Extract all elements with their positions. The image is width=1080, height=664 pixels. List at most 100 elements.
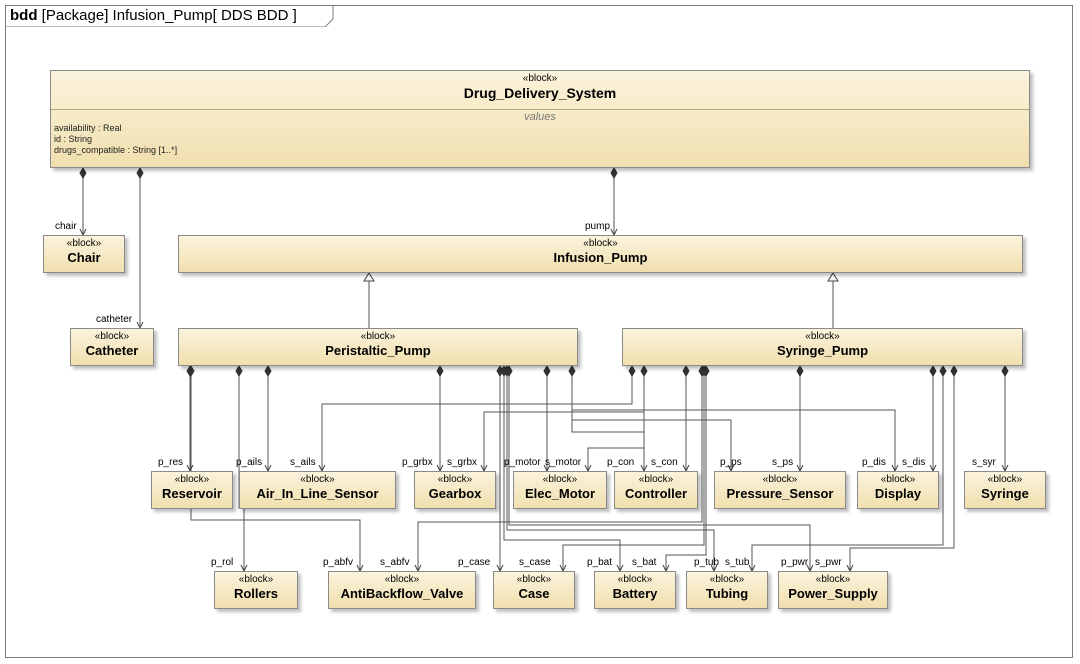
block-rollers[interactable]: «block» Rollers [214,571,298,609]
composition-s-tub [751,372,944,570]
role-s-case: s_case [519,557,551,568]
role-p-ails: p_ails [236,457,263,468]
composition-p-dis [571,372,896,470]
attribute-availability[interactable]: availability : Real [54,123,122,133]
connector-markers [79,167,1009,573]
block-stereotype: «block» [542,474,578,485]
block-name: Syringe [981,486,1029,501]
block-display[interactable]: «block» Display [857,471,939,509]
role-p-grbx: p_grbx [402,457,433,468]
block-name: Rollers [233,586,279,601]
composition-p-bat [503,372,621,570]
block-chair[interactable]: «block» Chair [43,235,125,273]
block-peristaltic-pump[interactable]: «block» Peristaltic_Pump [178,328,578,366]
composition-diamond [950,365,958,377]
role-s-dis: s_dis [902,457,926,468]
block-name: Drug_Delivery_System [463,85,617,101]
block-syringe[interactable]: «block» Syringe [964,471,1046,509]
block-stereotype: «block» [522,73,558,84]
block-name: Catheter [85,343,139,358]
block-stereotype: «block» [94,331,130,342]
composition-p-abfv [190,372,361,570]
frame-tab [5,5,334,27]
block-drug-delivery-system[interactable]: «block» Drug_Delivery_System values avai… [50,70,1030,168]
block-stereotype: «block» [384,574,420,585]
role-p-dis: p_dis [862,457,886,468]
block-air-in-line-sensor[interactable]: «block» Air_In_Line_Sensor [239,471,396,509]
composition-diamond [628,365,636,377]
composition-diamond [640,365,648,377]
block-case[interactable]: «block» Case [493,571,575,609]
compartment-header: values [524,111,556,123]
role-pump: pump [585,221,611,232]
composition-diamond [235,365,243,377]
block-controller[interactable]: «block» Controller [614,471,698,509]
role-catheter: catheter [96,314,133,325]
composition-s-bat [665,372,707,570]
block-stereotype: «block» [437,474,473,485]
block-name: Syringe_Pump [776,343,869,358]
block-stereotype: «block» [709,574,745,585]
block-catheter[interactable]: «block» Catheter [70,328,154,366]
block-elec-motor[interactable]: «block» Elec_Motor [513,471,607,509]
composition-diamond [939,365,947,377]
block-syringe-pump[interactable]: «block» Syringe_Pump [622,328,1023,366]
role-s-con: s_con [651,457,678,468]
role-s-ails: s_ails [290,457,316,468]
block-name: Peristaltic_Pump [325,343,431,358]
block-stereotype: «block» [174,474,210,485]
block-stereotype: «block» [583,238,618,249]
block-infusion-pump[interactable]: «block» Infusion_Pump [178,235,1023,273]
composition-s-case [562,372,705,570]
block-name: Case [518,586,550,601]
composition-diamond [610,167,618,179]
composition-diamond [682,365,690,377]
block-stereotype: «block» [300,474,335,485]
role-p-tub: p_tub [694,557,720,568]
block-name: Air_In_Line_Sensor [256,486,379,501]
composition-p-pwr [508,372,811,570]
block-stereotype: «block» [360,331,396,342]
composition-s-grbx [483,372,645,470]
block-name: Tubing [705,586,749,601]
composition-diamond [79,167,87,179]
composition-s-abfv [417,372,703,570]
block-stereotype: «block» [617,574,653,585]
composition-diamond [436,365,444,377]
block-stereotype: «block» [638,474,674,485]
role-p-rol: p_rol [211,557,234,568]
composition-diamond [187,365,195,377]
composition-diamond [136,167,144,179]
block-pressure-sensor[interactable]: «block» Pressure_Sensor [714,471,846,509]
block-name: Chair [67,250,101,265]
block-power-supply[interactable]: «block» Power_Supply [778,571,888,609]
block-reservoir[interactable]: «block» Reservoir [151,471,233,509]
generalization-triangle [827,272,839,282]
block-stereotype: «block» [762,474,798,485]
role-p-abfv: p_abfv [323,557,354,568]
block-stereotype: «block» [805,331,840,342]
block-name: Display [874,486,922,501]
role-s-tub: s_tub [725,557,750,568]
composition-p-con [571,372,645,470]
block-stereotype: «block» [815,574,851,585]
role-s-bat: s_bat [632,557,657,568]
block-name: Gearbox [428,486,482,501]
role-p-motor: p_motor [504,457,541,468]
attribute-drugs-compatible[interactable]: drugs_compatible : String [1..*] [54,145,178,155]
composition-diamond [702,365,710,377]
composition-s-pwr [849,372,955,570]
frame-title: bdd [Package] Infusion_Pump[ DDS BDD ] [10,7,297,24]
block-gearbox[interactable]: «block» Gearbox [414,471,496,509]
block-tubing[interactable]: «block» Tubing [686,571,768,609]
block-stereotype: «block» [66,238,102,249]
block-battery[interactable]: «block» Battery [594,571,676,609]
block-antibackflow-valve[interactable]: «block» AntiBackflow_Valve [328,571,476,609]
block-name: Power_Supply [788,586,878,601]
role-p-ps: p_ps [720,457,742,468]
role-s-ps: s_ps [772,457,794,468]
attribute-id[interactable]: id : String [54,134,93,144]
frame-name: [Package] Infusion_Pump[ DDS BDD ] [41,7,297,24]
role-s-motor: s_motor [545,457,582,468]
